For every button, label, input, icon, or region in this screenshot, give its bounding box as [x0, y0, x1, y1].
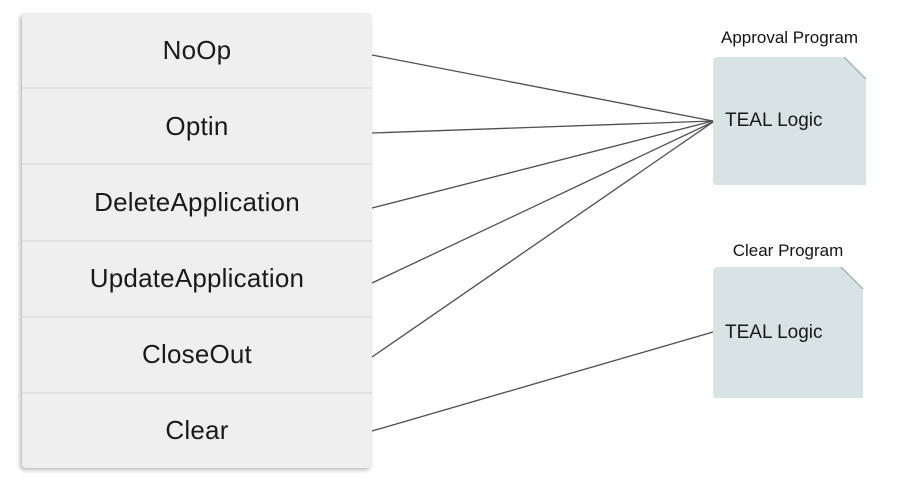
connector-clear-to-clearprogram — [371, 331, 714, 432]
connector-updateapplication-to-approval — [371, 121, 714, 284]
list-item-label: Optin — [165, 110, 229, 141]
list-item-label: NoOp — [162, 34, 232, 65]
list-item-label: UpdateApplication — [89, 263, 305, 294]
list-item-deleteapplication: DeleteApplication — [22, 163, 372, 239]
list-item-optin: Optin — [22, 87, 372, 163]
list-item-label: CloseOut — [142, 339, 252, 370]
list-item-noop: NoOp — [22, 13, 372, 87]
list-item-updateapplication: UpdateApplication — [22, 239, 372, 316]
clear-program-body-label: TEAL Logic — [725, 321, 823, 343]
list-item-label: Clear — [165, 415, 229, 446]
connector-deleteapplication-to-approval — [371, 120, 714, 209]
approval-program-box: TEAL Logic — [713, 57, 866, 185]
connector-noop-to-approval — [371, 54, 714, 122]
clear-program-title: Clear Program — [732, 241, 844, 260]
list-item-clear: Clear — [22, 391, 372, 468]
approval-program-body-label: TEAL Logic — [725, 110, 823, 131]
approval-program-title: Approval Program — [720, 28, 858, 47]
clear-program-group: Clear Program TEAL Logic — [713, 241, 863, 398]
clear-program-box: TEAL Logic — [713, 267, 863, 398]
list-item-label: DeleteApplication — [94, 186, 300, 217]
approval-program-group: Approval Program TEAL Logic — [713, 28, 866, 185]
connector-optin-to-approval — [371, 120, 714, 134]
transaction-type-list: NoOp Optin DeleteApplication UpdateAppli… — [22, 13, 372, 468]
list-item-closeout: CloseOut — [22, 315, 372, 392]
connector-closeout-to-approval — [371, 121, 714, 358]
